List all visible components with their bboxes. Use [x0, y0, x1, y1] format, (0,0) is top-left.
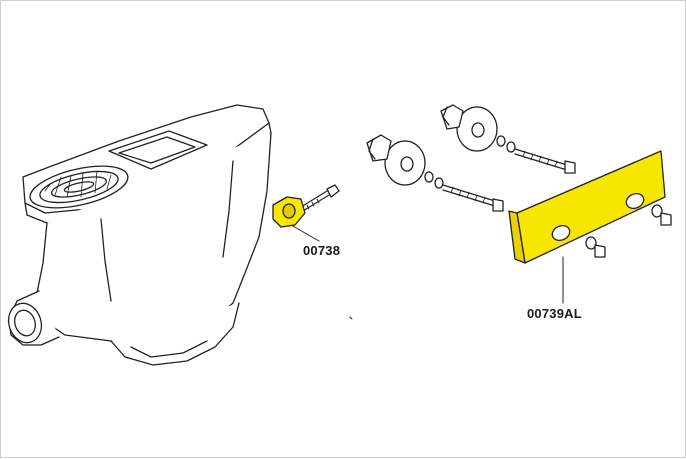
leader-line-00738 [290, 224, 320, 242]
anode-00738-assembly [272, 184, 340, 228]
part-label-00738: 00738 [303, 243, 341, 258]
anode-00739al-assembly [366, 104, 672, 264]
part-label-00739al: 00739AL [527, 306, 582, 321]
lower-unit-housing [7, 104, 272, 366]
